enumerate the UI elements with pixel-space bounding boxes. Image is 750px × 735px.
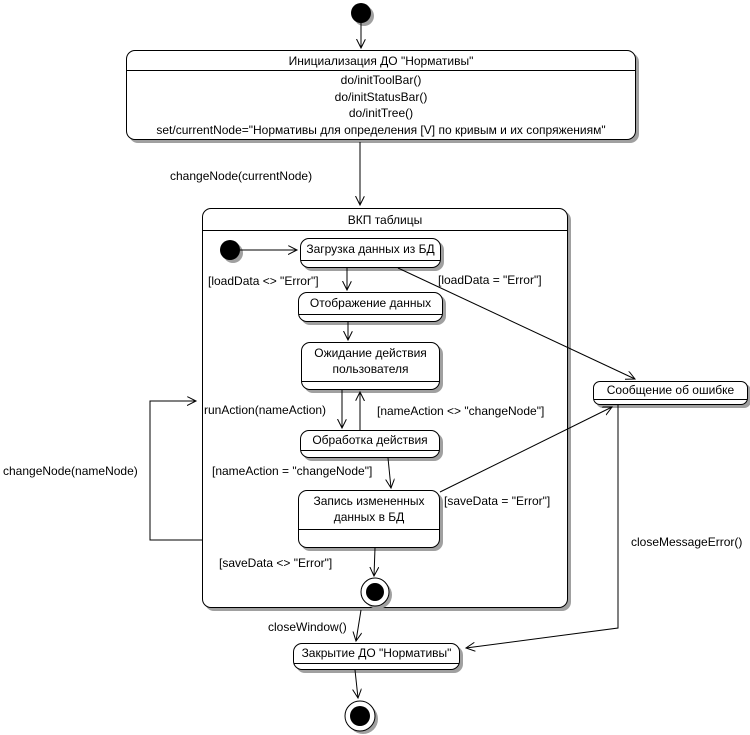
state-error-message: Сообщение об ошибке bbox=[593, 381, 748, 405]
state-save-data-compartment bbox=[299, 529, 439, 547]
transition-label-change-current: changeNode(currentNode) bbox=[170, 169, 313, 183]
state-display-data-compartment bbox=[299, 314, 442, 321]
init-action-tree: do/initTree() bbox=[348, 106, 414, 121]
state-wait-action: Ожидание действия пользователя bbox=[301, 342, 440, 390]
state-close: Закрытие ДО "Нормативы" bbox=[293, 643, 460, 670]
state-error-message-compartment bbox=[594, 399, 747, 404]
state-process-action-compartment bbox=[301, 450, 439, 457]
transition-vkp-to-close bbox=[356, 609, 361, 641]
init-action-statusbar: do/initStatusBar() bbox=[334, 89, 428, 104]
transition-label-close-window: closeWindow() bbox=[268, 620, 347, 634]
state-initialization-actions: do/initToolBar() do/initStatusBar() do/i… bbox=[127, 71, 635, 139]
transition-label-save-err: [saveData = "Error"] bbox=[444, 494, 551, 508]
state-vkp-table-title: ВКП таблицы bbox=[203, 209, 567, 231]
state-load-data: Загрузка данных из БД bbox=[300, 238, 441, 268]
transition-label-change-node: changeNode(nameNode) bbox=[3, 464, 138, 478]
state-close-compartment bbox=[294, 663, 459, 669]
state-load-data-compartment bbox=[301, 260, 440, 267]
transition-label-save-ok: [saveData <> "Error"] bbox=[219, 556, 333, 570]
state-display-data: Отображение данных bbox=[298, 292, 443, 322]
final-node-main bbox=[344, 700, 378, 734]
state-save-data: Запись измененных данных в БД bbox=[298, 490, 440, 548]
state-initialization: Инициализация ДО "Нормативы" do/initTool… bbox=[126, 50, 636, 140]
transition-label-action-change: [nameAction = "changeNode"] bbox=[212, 464, 373, 478]
init-action-setnode: set/currentNode="Нормативы для определен… bbox=[156, 122, 606, 137]
transition-label-action-not-change: [nameAction <> "changeNode"] bbox=[377, 404, 545, 418]
transition-label-run-action: runAction(nameAction) bbox=[204, 403, 327, 417]
init-action-toolbar: do/initToolBar() bbox=[340, 73, 422, 88]
transition-label-load-err: [loadData = "Error"] bbox=[438, 273, 542, 287]
initial-node-main bbox=[351, 3, 374, 26]
transition-close-to-final bbox=[355, 669, 358, 698]
transition-label-load-ok: [loadData <> "Error"] bbox=[208, 274, 319, 288]
transition-label-close-error: closeMessageError() bbox=[631, 535, 743, 549]
state-process-action: Обработка действия bbox=[300, 430, 440, 458]
state-initialization-title: Инициализация ДО "Нормативы" bbox=[127, 51, 635, 71]
transition-vkp-self-changenode bbox=[149, 401, 202, 541]
state-wait-action-compartment bbox=[302, 381, 439, 389]
